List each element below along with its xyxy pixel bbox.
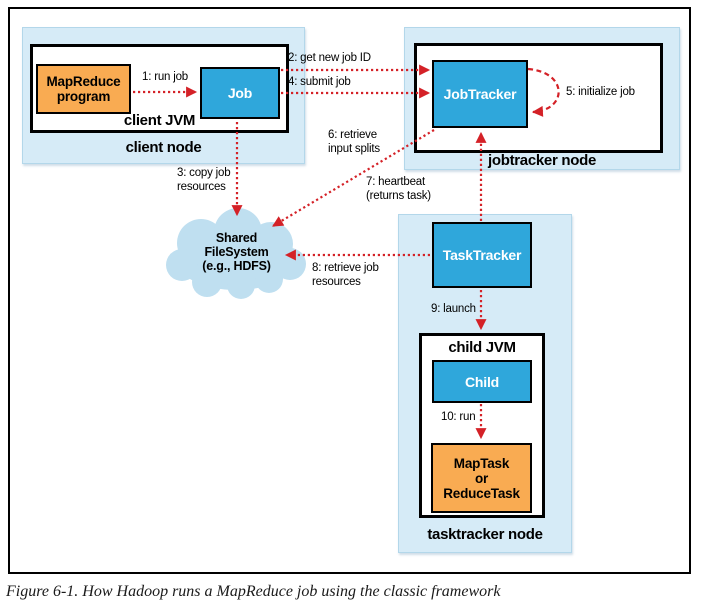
shared-filesystem-label: Shared FileSystem (e.g., HDFS) bbox=[202, 231, 271, 273]
client-node-label: client node bbox=[125, 139, 202, 156]
child-box: Child bbox=[432, 360, 532, 403]
figure-caption: Figure 6-1. How Hadoop runs a MapReduce … bbox=[6, 583, 501, 600]
job-box: Job bbox=[200, 67, 280, 119]
jobtracker-box: JobTracker bbox=[432, 60, 528, 128]
jobtracker-node-label: jobtracker node bbox=[487, 152, 597, 169]
mapreduce-program-box: MapReduce program bbox=[36, 64, 131, 114]
step-4-submit-job-label: 4: submit job bbox=[288, 76, 351, 88]
step-10-run-label: 10: run bbox=[441, 411, 476, 423]
step-6-retrieve-input-splits-label: 6: retrieve input splits bbox=[328, 129, 380, 155]
step-9-launch-label: 9: launch bbox=[431, 303, 476, 315]
maptask-reducetask-box: MapTask or ReduceTask bbox=[431, 443, 532, 513]
tasktracker-box: TaskTracker bbox=[432, 222, 532, 288]
step-5-initialize-job-label: 5: initialize job bbox=[566, 86, 635, 98]
client-jvm-label: client JVM bbox=[123, 112, 196, 129]
step-7-heartbeat-label: 7: heartbeat (returns task) bbox=[366, 176, 431, 202]
tasktracker-node-label: tasktracker node bbox=[427, 526, 543, 543]
step-2-get-new-job-id-label: 2: get new job ID bbox=[288, 52, 371, 64]
step-1-run-job-label: 1: run job bbox=[142, 71, 188, 83]
step-8-retrieve-job-resources-label: 8: retrieve job resources bbox=[312, 262, 379, 288]
child-jvm-label: child JVM bbox=[448, 339, 516, 356]
step-3-copy-job-resources-label: 3: copy job resources bbox=[177, 167, 231, 193]
